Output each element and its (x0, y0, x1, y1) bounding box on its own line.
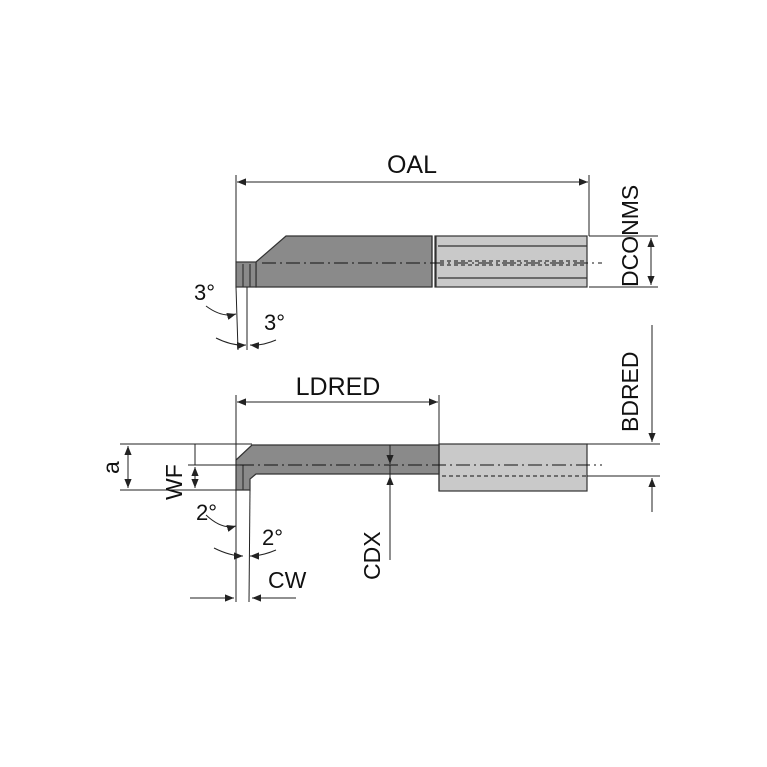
bottom-shank (438, 443, 588, 492)
cdx-label: CDX (359, 531, 385, 580)
angle-label-top-left: 3° (194, 280, 215, 305)
oal-label: OAL (387, 151, 437, 179)
bottom-view: LDRED BDRED a WF CDX 2° 2° CW (98, 325, 660, 603)
bdred-label: BDRED (617, 351, 643, 432)
top-tool-body (255, 235, 433, 288)
ldred-label: LDRED (296, 373, 381, 401)
a-label: a (98, 461, 124, 474)
top-cutting-tip (235, 261, 257, 288)
angle-label-top-right: 3° (264, 310, 285, 335)
bottom-tool-body (235, 444, 440, 491)
dconms-label: DCONMS (617, 185, 643, 287)
cw-label: CW (268, 567, 307, 593)
angle-label-bottom-right: 2° (262, 525, 283, 550)
angle-label-bottom-left: 2° (196, 500, 217, 525)
wf-label: WF (161, 464, 187, 500)
top-view: OAL DCONMS 3° 3° (194, 151, 658, 351)
